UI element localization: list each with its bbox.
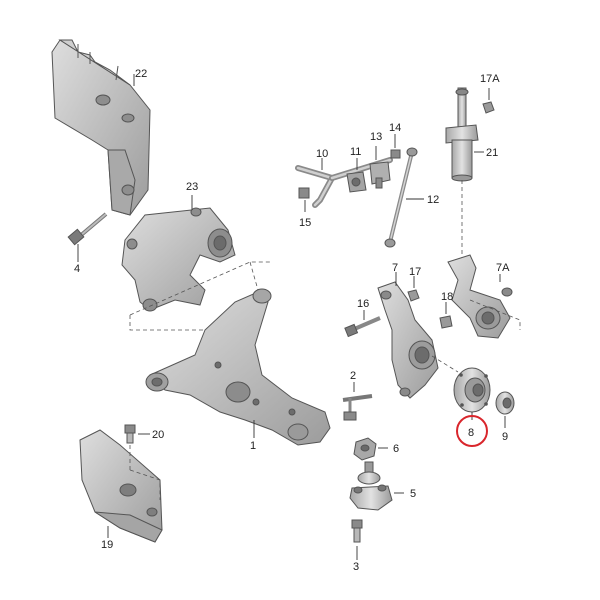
part-19-mount (79, 429, 163, 543)
part-23-bracket (121, 207, 236, 312)
callout-19: 19 (101, 539, 113, 551)
part-22-subframe (51, 39, 151, 216)
callout-4: 4 (74, 263, 80, 275)
part-8-wheel-hub (453, 367, 491, 413)
callout-15: 15 (299, 217, 311, 229)
part-15-nut (298, 187, 310, 199)
part-6-nut (353, 437, 377, 461)
callout-6: 6 (393, 443, 399, 455)
part-18-bolt (439, 315, 453, 329)
callout-12: 12 (427, 194, 439, 206)
callout-8: 8 (468, 427, 474, 439)
part-11-bushing (346, 171, 367, 193)
callout-18: 18 (441, 291, 453, 303)
part-4-bolt (67, 212, 108, 246)
callout-9: 9 (502, 431, 508, 443)
callout-5: 5 (410, 488, 416, 500)
highlight-circle[interactable] (456, 415, 488, 447)
part-1-control-arm (145, 288, 331, 446)
part-7-knuckle (377, 281, 439, 399)
callout-17a: 17A (480, 73, 500, 85)
part-17a-nut (482, 101, 495, 114)
callout-11: 11 (350, 146, 361, 158)
callout-10: 10 (316, 148, 328, 160)
callout-14: 14 (389, 122, 401, 134)
callout-23: 23 (186, 181, 198, 193)
callout-20: 20 (152, 429, 164, 441)
callout-2: 2 (350, 370, 356, 382)
part-5-ball-joint (349, 461, 393, 511)
part-7a-knuckle (447, 254, 513, 339)
callout-21: 21 (486, 147, 498, 159)
callout-22: 22 (135, 68, 147, 80)
part-12-coupling-rod (384, 147, 418, 248)
part-16-bolt (344, 316, 381, 338)
part-3-bolt (351, 519, 363, 543)
part-9-bearing (495, 391, 515, 415)
callout-17: 17 (409, 266, 421, 278)
part-2-link (342, 394, 373, 421)
part-14-nut (390, 149, 401, 159)
callout-1: 1 (250, 440, 256, 452)
callout-7a: 7A (496, 262, 510, 274)
part-13-clamp (369, 161, 391, 189)
callout-16: 16 (357, 298, 369, 310)
callout-3: 3 (353, 561, 359, 573)
part-21-strut (445, 87, 479, 182)
callout-13: 13 (370, 131, 382, 143)
part-17-nut (407, 289, 420, 302)
callout-7: 7 (392, 262, 398, 274)
part-20-bolt (124, 424, 136, 444)
